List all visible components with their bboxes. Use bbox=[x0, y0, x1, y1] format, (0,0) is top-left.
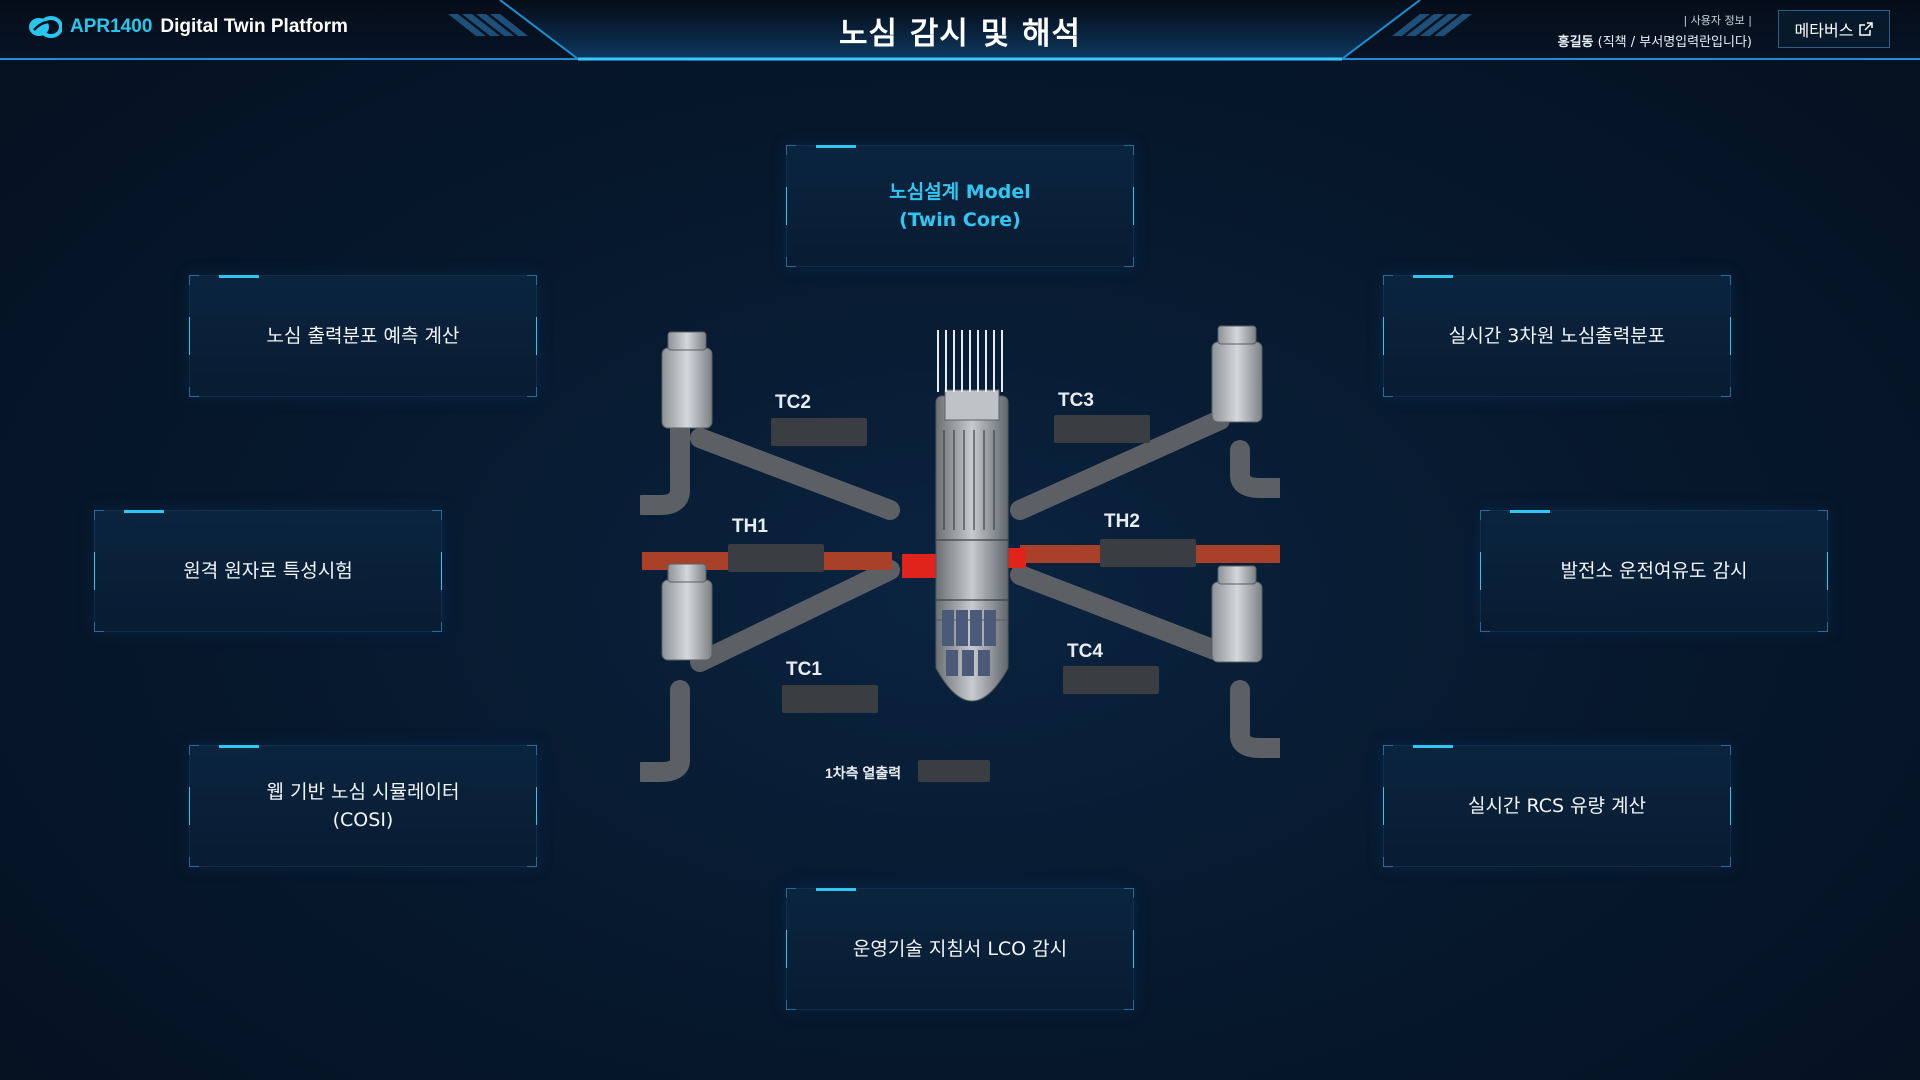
th1-value-box bbox=[728, 544, 824, 572]
panel-lco-monitoring[interactable]: 운영기술 지침서 LCO 감시 bbox=[786, 888, 1134, 1010]
panel-label: 운영기술 지침서 LCO 감시 bbox=[852, 938, 1068, 960]
reactor-coolant-system-diagram: TC2 TC3 TH1 TH2 TC1 TC4 1차측 열출력 bbox=[632, 320, 1290, 790]
tc1-value-box bbox=[782, 685, 878, 713]
tc3-label: TC3 bbox=[1058, 390, 1094, 411]
metaverse-button[interactable]: 메타버스 bbox=[1778, 10, 1890, 48]
primary-thermal-power-label: 1차측 열출력 bbox=[825, 765, 902, 781]
panel-label: 원격 원자로 특성시험 bbox=[183, 560, 353, 582]
header-bar: APR1400 Digital Twin Platform 노심 감시 및 해석… bbox=[0, 0, 1920, 61]
panel-label: 발전소 운전여유도 감시 bbox=[1560, 560, 1748, 582]
panel-realtime-rcs-flow[interactable]: 실시간 RCS 유량 계산 bbox=[1383, 745, 1731, 867]
th2-value-box bbox=[1100, 539, 1196, 567]
panel-realtime-3d-power-distribution[interactable]: 실시간 3차원 노심출력분포 bbox=[1383, 275, 1731, 397]
brand-logo[interactable]: APR1400 Digital Twin Platform bbox=[28, 16, 348, 38]
panel-web-core-simulator[interactable]: 웹 기반 노심 시뮬레이터 (COSI) bbox=[189, 745, 537, 867]
tc4-value-box bbox=[1063, 666, 1159, 694]
tc2-value-box bbox=[771, 418, 867, 446]
user-name-text: 홍길동 bbox=[1557, 35, 1594, 50]
panel-label: 노심 출력분포 예측 계산 bbox=[266, 325, 460, 347]
tc4-label: TC4 bbox=[1067, 641, 1103, 662]
panel-remote-reactor-test[interactable]: 원격 원자로 특성시험 bbox=[94, 510, 442, 632]
th1-label: TH1 bbox=[732, 516, 768, 537]
panel-core-design-model[interactable]: 노심설계 Model (Twin Core) bbox=[786, 145, 1134, 267]
panel-plant-operating-margin[interactable]: 발전소 운전여유도 감시 bbox=[1480, 510, 1828, 632]
page-title: 노심 감시 및 해석 bbox=[838, 16, 1082, 52]
panel-label: 실시간 3차원 노심출력분포 bbox=[1448, 325, 1666, 347]
user-info-caption: | 사용자 정보 | bbox=[1683, 14, 1752, 27]
metaverse-button-label: 메타버스 bbox=[1794, 21, 1854, 40]
user-info: | 사용자 정보 | 홍길동 (직책 / 부서명입력란입니다) bbox=[1558, 12, 1752, 50]
tc1-label: TC1 bbox=[786, 659, 822, 680]
primary-thermal-power-value-box bbox=[918, 760, 990, 782]
external-link-icon bbox=[1859, 22, 1874, 36]
panel-label: 노심설계 Model (Twin Core) bbox=[889, 181, 1031, 231]
panel-label: 웹 기반 노심 시뮬레이터 (COSI) bbox=[266, 781, 460, 831]
tc3-value-box bbox=[1054, 415, 1150, 443]
logo-icon bbox=[29, 16, 62, 38]
brand-name-text: Digital Twin Platform bbox=[160, 16, 348, 37]
tc2-label: TC2 bbox=[775, 392, 811, 413]
panel-label: 실시간 RCS 유량 계산 bbox=[1467, 795, 1647, 817]
user-name: 홍길동 (직책 / 부서명입력란입니다) bbox=[1558, 31, 1752, 50]
header-frame-decoration bbox=[0, 0, 1920, 61]
panel-power-distribution-prediction[interactable]: 노심 출력분포 예측 계산 bbox=[189, 275, 537, 397]
user-position-text: (직책 / 부서명입력란입니다) bbox=[1597, 35, 1752, 50]
th2-label: TH2 bbox=[1104, 511, 1140, 532]
brand-accent-text: APR1400 bbox=[70, 16, 153, 37]
